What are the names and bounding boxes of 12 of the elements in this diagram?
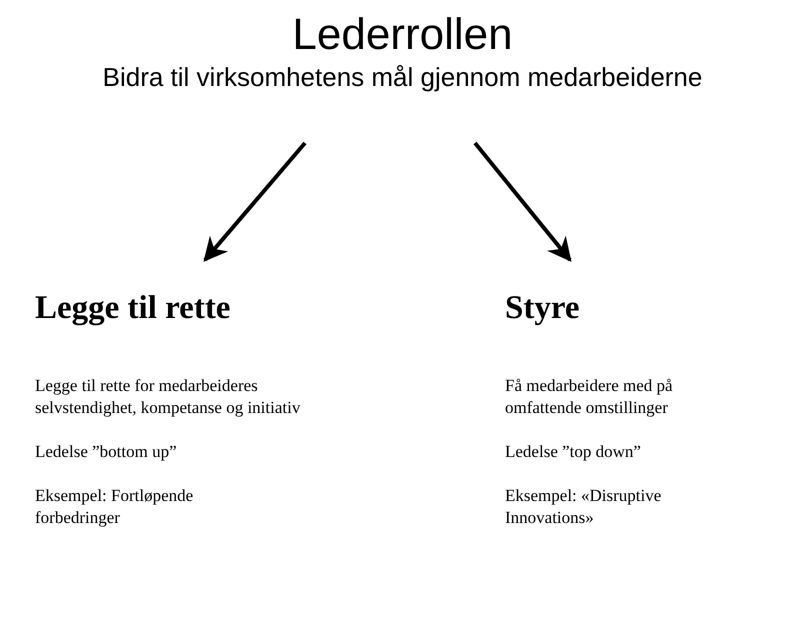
paragraph: Ledelse ”bottom up” — [35, 441, 178, 463]
arrow — [203, 142, 307, 262]
arrow — [473, 142, 572, 262]
column-heading: Styre — [505, 290, 581, 327]
paragraph: Ledelse ”top down” — [505, 441, 642, 463]
title: Lederrollen — [291, 10, 514, 60]
paragraph: Få medarbeidere med på omfattende omstillinger — [505, 375, 674, 419]
paragraph: Eksempel: «Disruptive Innovations» — [505, 485, 662, 529]
paragraph: Legge til rette for medarbeideres selvstendighet, kompetanse og initiativ — [35, 375, 302, 419]
column-heading: Legge til rette — [35, 290, 232, 327]
paragraph: Eksempel: Fortløpende forbedringer — [35, 485, 194, 529]
subtitle: Bidra til virksomhetens mål gjennom medarbeiderne — [102, 62, 704, 93]
